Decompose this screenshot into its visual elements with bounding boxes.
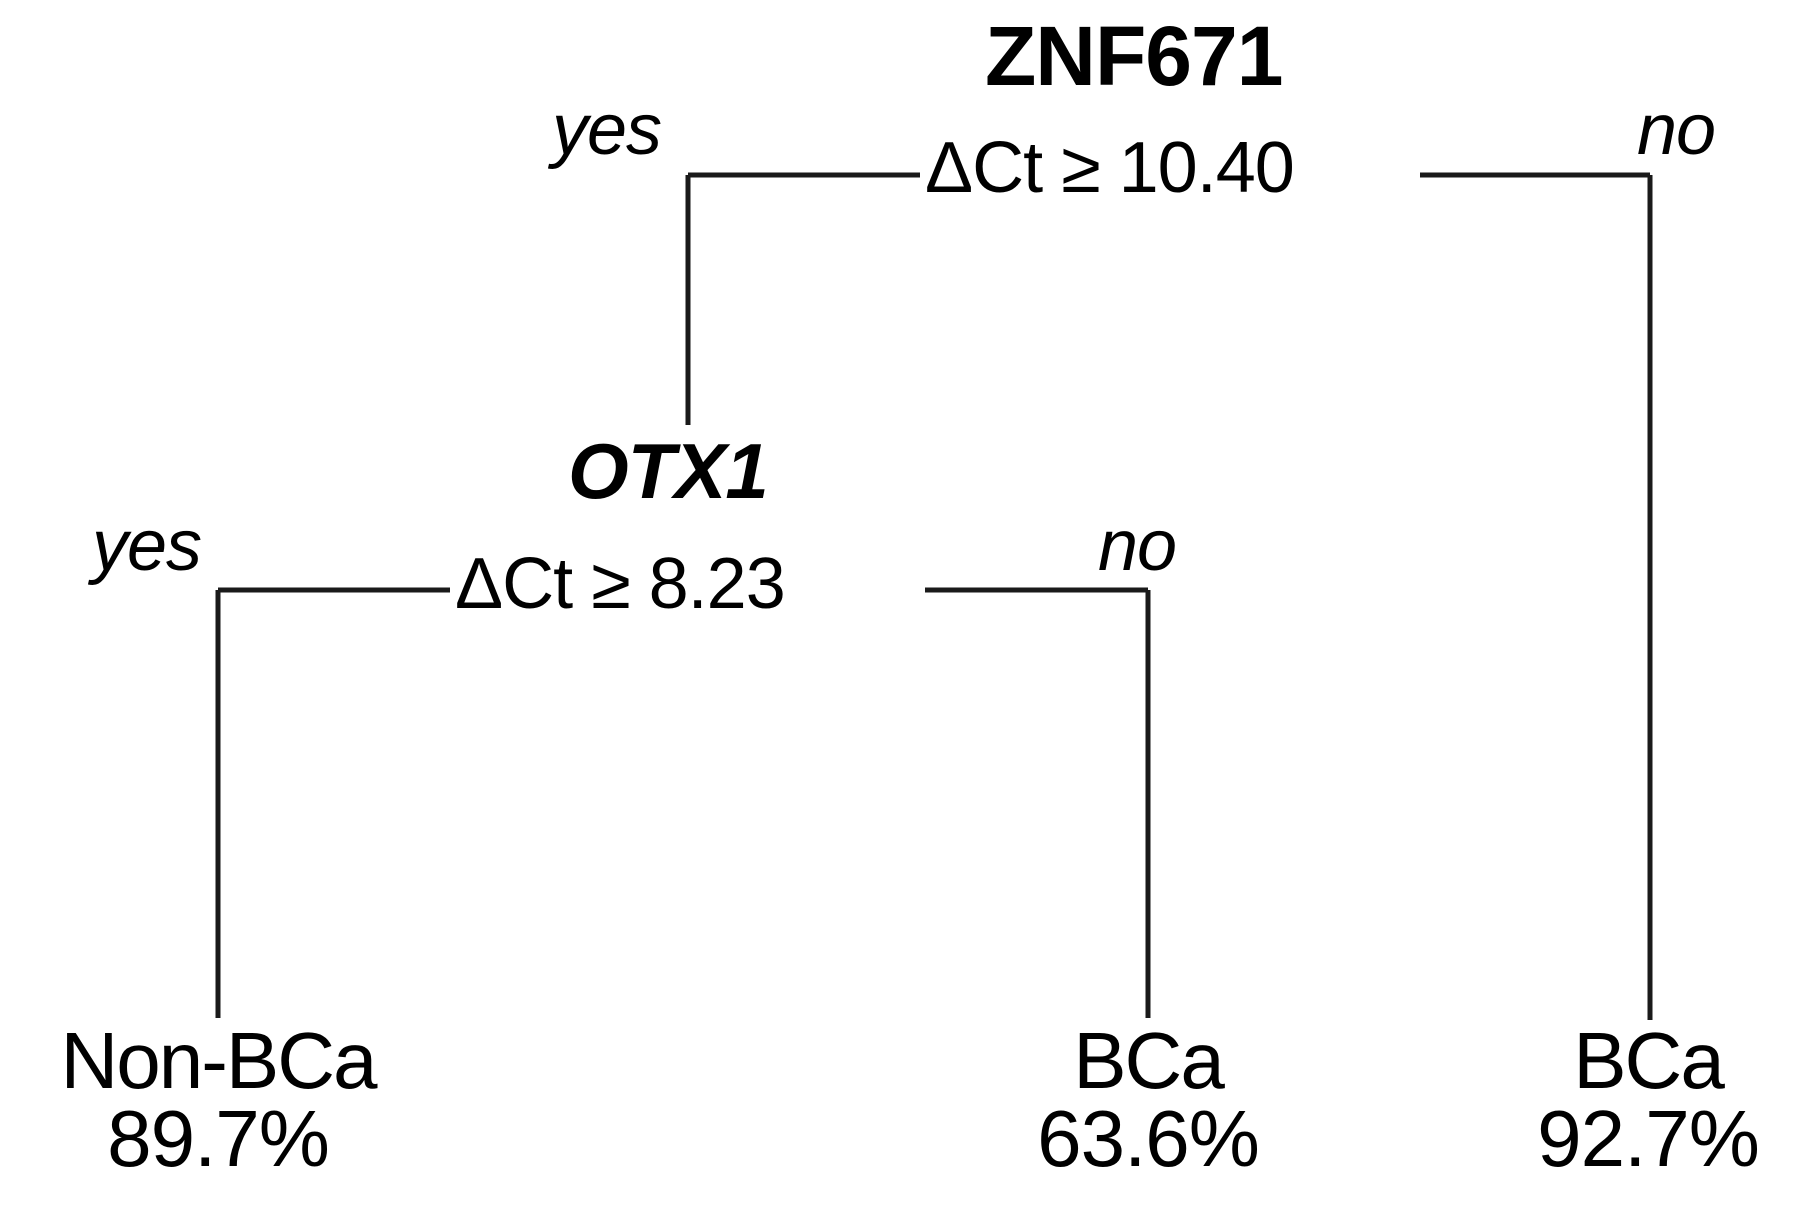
- leaf-node-bca-znf671-no: BCa 92.7%: [1448, 1016, 1808, 1184]
- leaf-percent: 89.7%: [107, 1094, 330, 1184]
- leaf-class-label: BCa: [1573, 1016, 1725, 1105]
- root-node-condition: ΔCt ≥ 10.40: [925, 128, 1295, 208]
- root-branch-yes-label: yes: [552, 90, 662, 170]
- leaf-percent: 92.7%: [1537, 1094, 1760, 1184]
- leaf-node-bca-otx1-no: BCa 63.6%: [948, 1016, 1348, 1184]
- leaf-class-label: BCa: [1073, 1016, 1225, 1105]
- leaf-class-label: Non-BCa: [60, 1016, 377, 1105]
- root-branch-no-label: no: [1637, 90, 1716, 170]
- leaf-percent: 63.6%: [1037, 1094, 1260, 1184]
- leaf-node-non-bca: Non-BCa 89.7%: [0, 1016, 436, 1184]
- inner-node-condition: ΔCt ≥ 8.23: [455, 544, 786, 624]
- root-node-gene: ZNF671: [985, 9, 1283, 103]
- inner-node-gene: OTX1: [568, 427, 769, 515]
- inner-branch-no-label: no: [1098, 506, 1177, 586]
- inner-branch-yes-label: yes: [92, 506, 202, 586]
